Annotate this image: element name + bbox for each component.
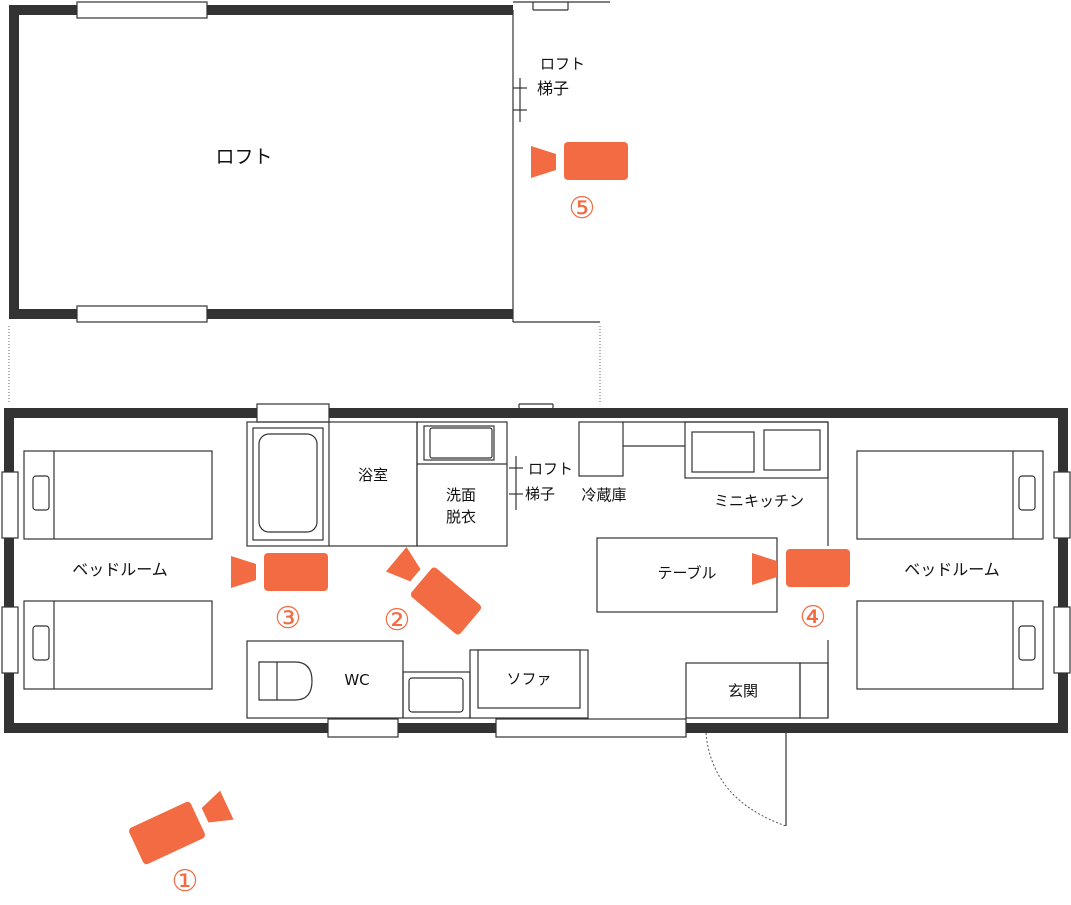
entrance-label: 玄関: [728, 682, 758, 700]
door-swing: [705, 732, 787, 827]
bed-right-1: [856, 450, 1044, 540]
camera-5-number: ⑤: [569, 191, 596, 226]
loft-ladder-label-2: 梯子: [537, 79, 569, 98]
fridge-label: 冷蔵庫: [581, 486, 626, 504]
loft-window-bottom: [76, 305, 208, 323]
table-label: テーブル: [657, 564, 716, 582]
sofa-seat: [477, 649, 581, 709]
window-wc: [327, 718, 399, 738]
loft-window-top: [76, 1, 208, 19]
window-left-2: [1, 606, 19, 674]
bathroom-label: 浴室: [358, 466, 388, 484]
camera-4-lens: [752, 553, 777, 585]
bathtub: [258, 433, 318, 533]
camera-2-lens: [385, 546, 421, 582]
pillow-right-2: [1018, 625, 1036, 661]
camera-4-body: [786, 549, 850, 587]
sink: [429, 427, 493, 459]
kitchen-sink: [691, 431, 755, 473]
camera-1-body: [129, 801, 205, 865]
camera-5[interactable]: ⑤: [531, 142, 628, 226]
camera-5-lens: [531, 146, 556, 178]
camera-3[interactable]: ③: [231, 553, 328, 636]
camera-4[interactable]: ④: [752, 549, 850, 635]
bed-right-2: [856, 600, 1044, 690]
wc-sink: [408, 677, 464, 713]
loft-level: ロフト ロフト 梯子: [8, 1, 610, 404]
window-left-1: [1, 471, 19, 539]
camera-5-body: [564, 142, 628, 180]
toilet: [258, 661, 313, 701]
ladder-label-1: ロフト: [528, 460, 573, 478]
table: [596, 537, 778, 613]
bed-left-2: [23, 600, 213, 690]
washroom-label-2: 脱衣: [446, 508, 476, 526]
loft-label: ロフト: [215, 146, 272, 168]
bedroom-left-label: ベッドルーム: [72, 560, 168, 579]
loft-wall: [9, 5, 513, 319]
camera-2-body: [410, 567, 482, 635]
camera-1-lens: [201, 790, 234, 823]
camera-3-lens: [231, 556, 256, 588]
main-level: ベッドルーム ベッドルーム 浴室 洗面 脱衣 ロフト 梯子 冷蔵庫: [1, 403, 1071, 827]
window-sofa: [495, 718, 687, 738]
loft-ladder-label-1: ロフト: [540, 55, 585, 73]
washroom-label-1: 洗面: [446, 486, 476, 504]
camera-1[interactable]: ①: [128, 787, 236, 899]
window-bath: [256, 403, 330, 423]
camera-3-number: ③: [275, 601, 302, 636]
fridge: [578, 421, 624, 477]
pillow-left-1: [32, 475, 50, 511]
camera-2-number: ②: [384, 603, 411, 638]
window-right-2: [1053, 606, 1071, 674]
bedroom-right-label: ベッドルーム: [904, 560, 1000, 579]
camera-2[interactable]: ②: [384, 545, 483, 638]
pillow-right-1: [1018, 475, 1036, 511]
ladder-label-2: 梯子: [525, 485, 555, 503]
washroom: [416, 421, 508, 547]
camera-3-body: [264, 553, 328, 591]
window-right-1: [1053, 471, 1071, 539]
cameras: ⑤ ③ ④ ② ①: [128, 142, 850, 899]
mini-kitchen-label: ミニキッチン: [714, 492, 804, 510]
camera-1-number: ①: [172, 864, 199, 899]
wc-label: WC: [344, 671, 369, 689]
pillow-left-2: [32, 625, 50, 661]
kitchen-stove: [763, 429, 821, 471]
camera-4-number: ④: [800, 600, 827, 635]
sofa-label: ソファ: [506, 670, 551, 688]
shoe-cabinet: [799, 662, 829, 719]
bed-left-1: [23, 450, 213, 540]
